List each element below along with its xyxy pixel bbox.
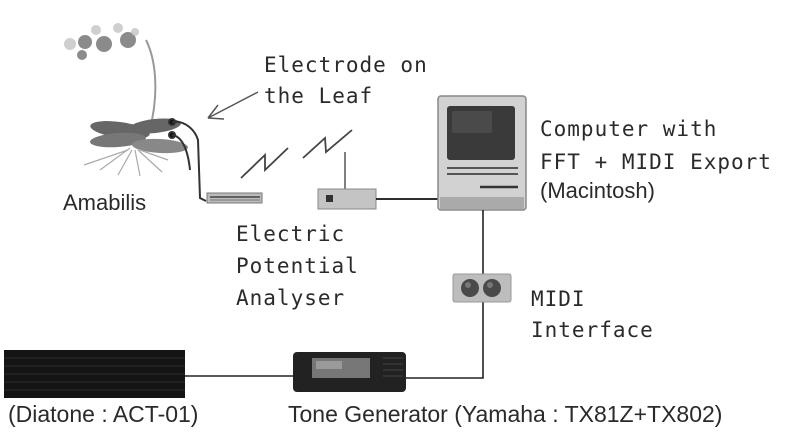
midi-interface-icon: [452, 273, 512, 303]
electrode-sensor-icon: [206, 192, 263, 204]
wireless-signal-icon: [240, 129, 353, 179]
midi-label-line2: Interface: [531, 318, 654, 342]
orchid-plant-icon: [64, 23, 188, 177]
electrode-label-line2: the Leaf: [264, 84, 374, 108]
analyser-label-line1: Electric: [236, 222, 346, 246]
receiver-box-icon: [317, 152, 377, 210]
analyser-label-line2: Potential: [236, 254, 359, 278]
macintosh-computer-icon: [437, 95, 527, 211]
electrode-wire: [168, 118, 207, 202]
speaker-label: (Diatone : ACT-01): [8, 401, 199, 427]
plant-label: Amabilis: [63, 190, 147, 215]
tone-generator-label: Tone Generator (Yamaha : TX81Z+TX802): [288, 401, 723, 427]
tone-generator-icon: [293, 352, 406, 392]
wire-computer-midi-tone: [405, 210, 484, 379]
electrode-label-line1: Electrode on: [264, 53, 428, 77]
pointer-arrow-icon: [207, 91, 259, 120]
midi-label-line1: MIDI: [531, 287, 586, 311]
computer-label-line3: (Macintosh): [540, 178, 655, 203]
speaker-icon: [4, 350, 185, 398]
computer-label-line2: FFT + MIDI Export: [540, 150, 772, 174]
computer-label-line1: Computer with: [540, 117, 718, 141]
analyser-label-line3: Analyser: [236, 286, 346, 310]
